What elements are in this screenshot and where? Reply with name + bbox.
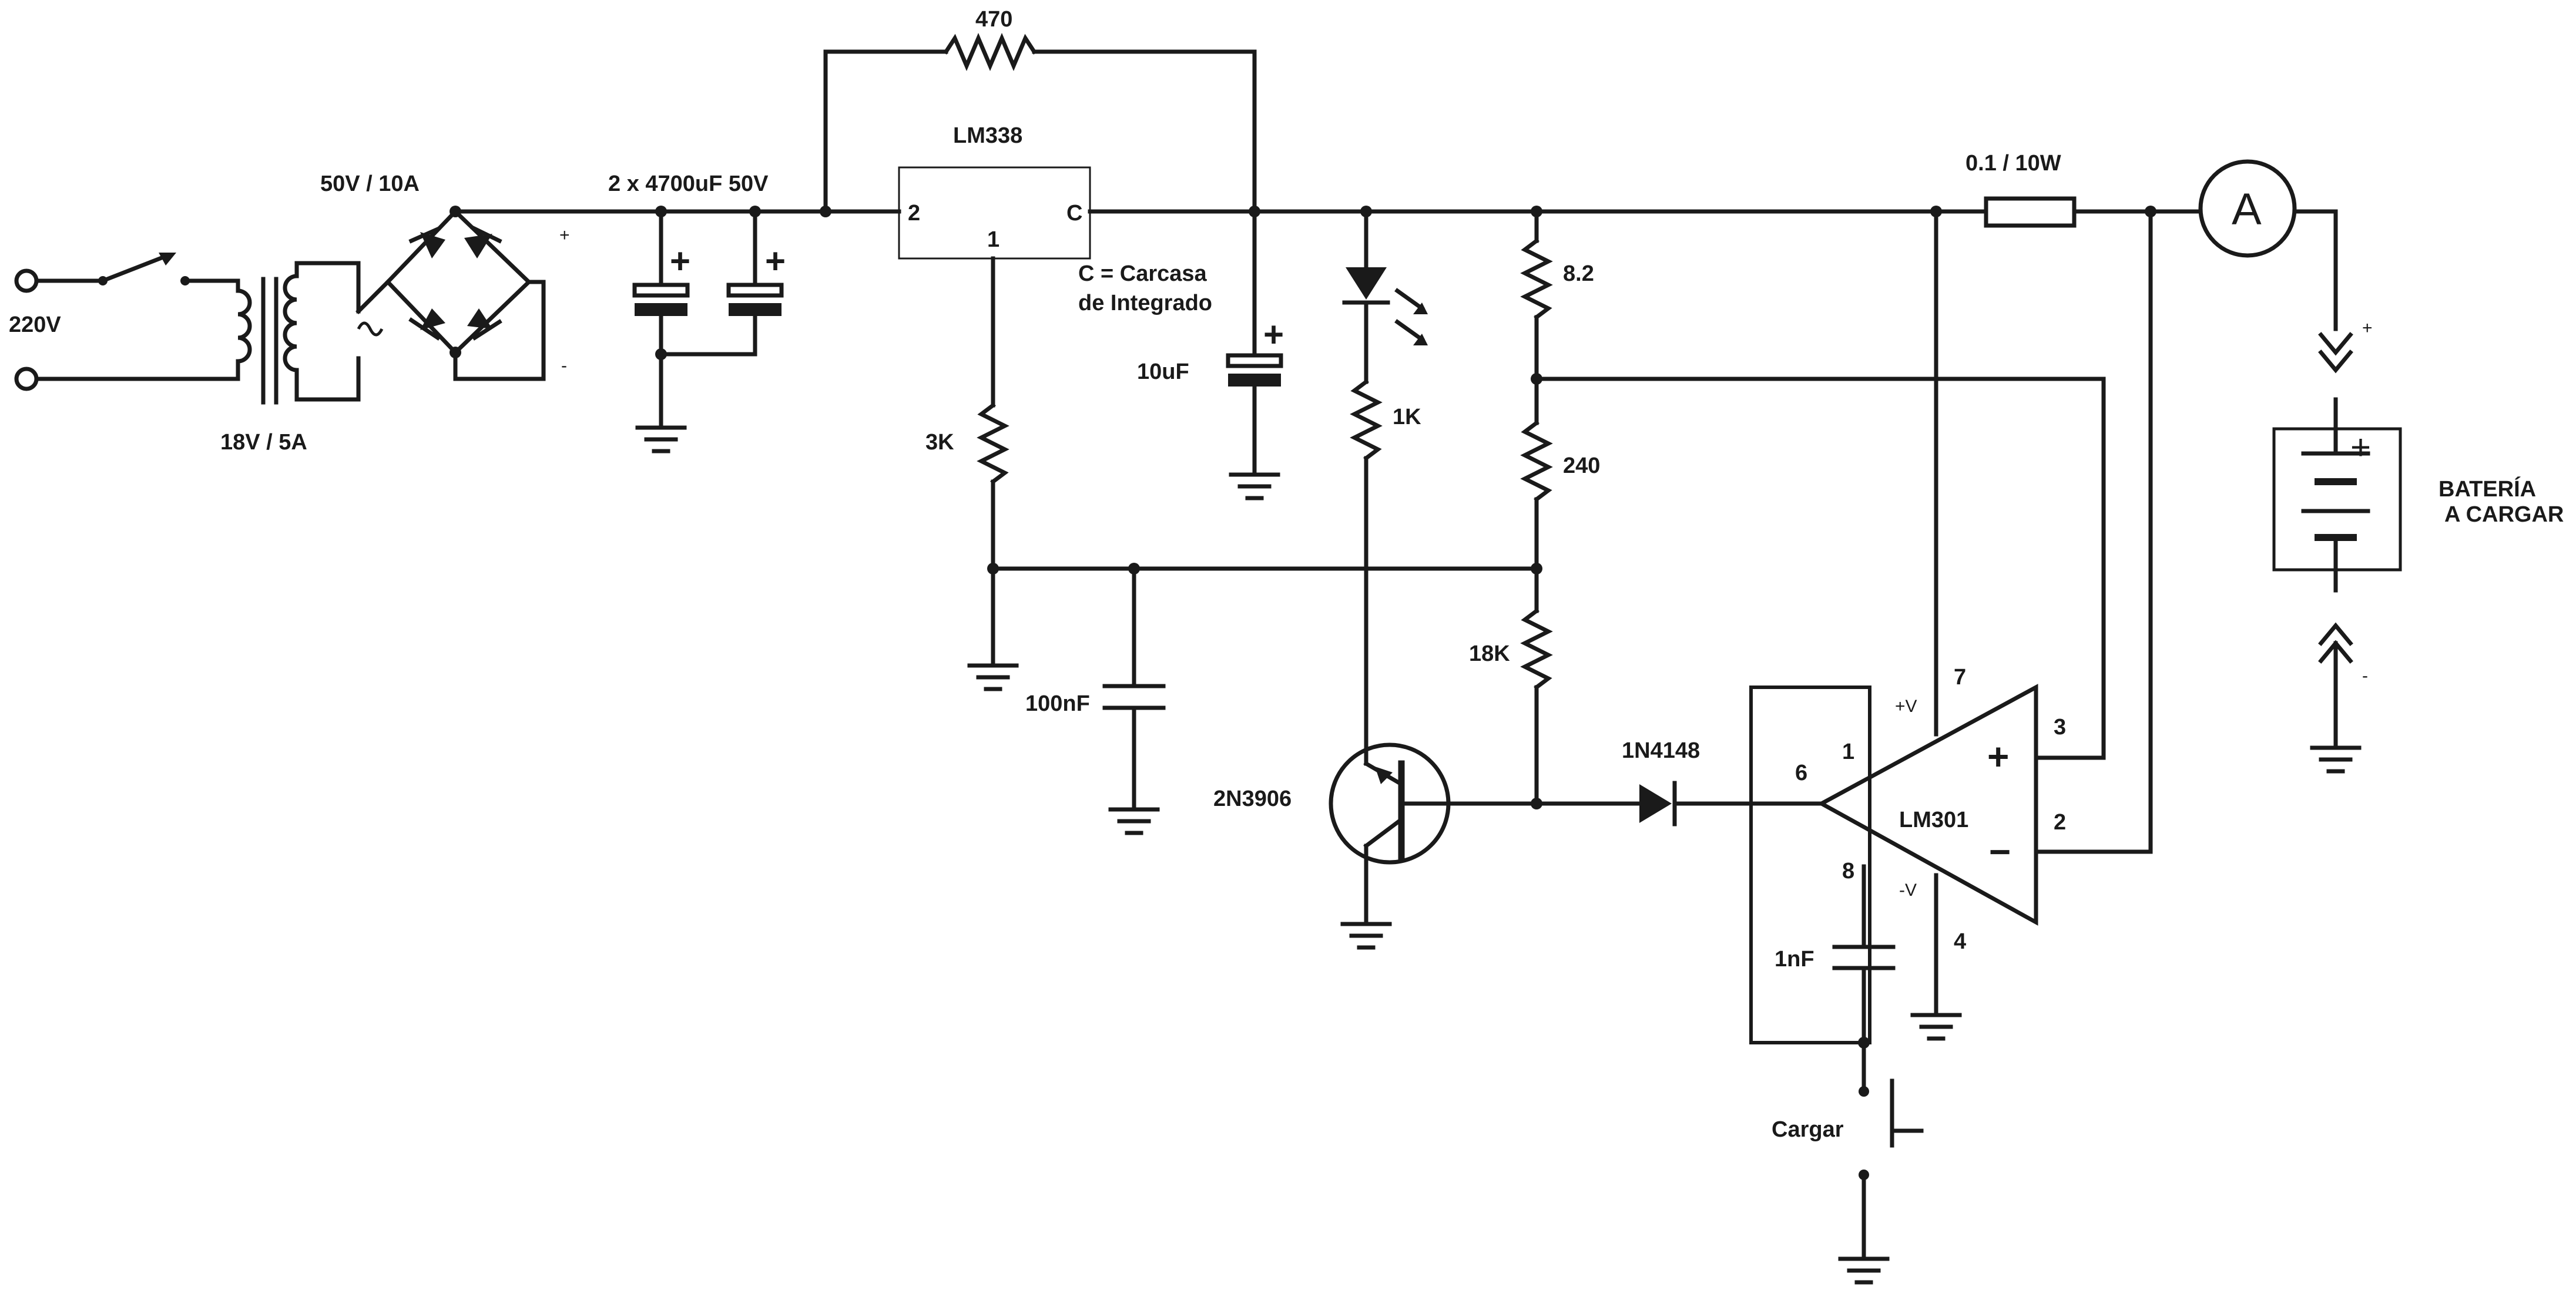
ammeter-label: A bbox=[2232, 184, 2262, 234]
case-note-2: de Integrado bbox=[1078, 291, 1212, 315]
op-in-minus: − bbox=[1989, 831, 2011, 873]
bridge-rectifier: 50V / 10A + - bbox=[320, 172, 570, 381]
battery-symbol: + BATERÍA A CARGAR bbox=[2272, 397, 2564, 593]
adjust-network: 3K 100nF bbox=[925, 256, 1539, 835]
r82-label: 8.2 bbox=[1563, 261, 1594, 286]
c10u-label: 10uF bbox=[1137, 359, 1189, 384]
battery-label-2: A CARGAR bbox=[2444, 502, 2564, 527]
op-in-plus: + bbox=[1987, 735, 2009, 778]
cap2-plus: + bbox=[765, 241, 786, 281]
shunt-label: 0.1 / 10W bbox=[1965, 151, 2061, 176]
cargar-label: Cargar bbox=[1772, 1117, 1844, 1142]
transformer-label: 18V / 5A bbox=[220, 430, 307, 455]
op-pin4: 4 bbox=[1954, 929, 1966, 954]
lm301-opamp: LM301 6 1 8 7 4 3 2 +V -V + − bbox=[1749, 209, 2153, 1044]
op-vminus: -V bbox=[1899, 881, 1917, 900]
c100n-label: 100nF bbox=[1025, 691, 1090, 716]
c1n-label[interactable]: 1nF bbox=[1775, 947, 1814, 972]
resistor-470: 470 bbox=[823, 7, 1257, 214]
bridge-plus: + bbox=[559, 226, 570, 245]
filter-capacitors: + + 2 x 4700uF 50V bbox=[608, 172, 786, 453]
output-capacitor: + 10uF bbox=[1137, 209, 1284, 500]
shunt-resistor: 0.1 / 10W bbox=[1965, 151, 2077, 228]
lm338-pin2: 2 bbox=[908, 201, 920, 226]
op-pin1: 1 bbox=[1842, 740, 1854, 764]
r240-label: 240 bbox=[1563, 453, 1600, 478]
lm338-regulator: LM338 2 C 1 C = Carcasa de Integrado bbox=[898, 123, 1212, 315]
ammeter: A bbox=[2198, 159, 2297, 258]
battery-label-1: BATERÍA bbox=[2439, 476, 2536, 502]
filter-caps-label: 2 x 4700uF 50V bbox=[608, 172, 769, 196]
charge-button-network: 1nF Cargar bbox=[1772, 864, 1924, 1285]
transistor-2n3906: 2N3906 bbox=[1213, 742, 1539, 950]
op-pin6: 6 bbox=[1795, 761, 1807, 785]
lm338-pinc: C bbox=[1066, 201, 1082, 226]
batt-plus-label: + bbox=[2362, 318, 2373, 338]
lm338-label: LM338 bbox=[953, 123, 1022, 148]
case-note-1: C = Carcasa bbox=[1078, 261, 1208, 286]
batt-minus-label: - bbox=[2362, 666, 2368, 686]
transistor-label: 2N3906 bbox=[1213, 787, 1292, 811]
mains-voltage-label: 220V bbox=[9, 313, 61, 337]
cap1-plus: + bbox=[670, 241, 690, 281]
cap10u-plus: + bbox=[1263, 315, 1284, 354]
bridge-label: 50V / 10A bbox=[320, 172, 420, 196]
led-indicator: 1K bbox=[1342, 209, 1428, 766]
transformer: 18V / 5A bbox=[220, 261, 361, 455]
diode-label: 1N4148 bbox=[1622, 738, 1700, 763]
lm338-pin1: 1 bbox=[987, 227, 999, 252]
op-vplus: +V bbox=[1895, 697, 1917, 716]
r470-label: 470 bbox=[975, 7, 1012, 32]
op-pin3: 3 bbox=[2054, 715, 2066, 740]
r3k-label: 3K bbox=[925, 430, 954, 455]
battery-connector: + - bbox=[2310, 318, 2373, 774]
bridge-minus: - bbox=[561, 356, 567, 375]
op-pin8: 8 bbox=[1842, 859, 1854, 883]
op-pin2: 2 bbox=[2054, 810, 2066, 835]
mains-input: 220V bbox=[9, 253, 240, 391]
diode-1n4148: 1N4148 bbox=[1534, 738, 1824, 826]
voltage-divider: 8.2 240 18K bbox=[1469, 209, 2106, 809]
battery-plus: + bbox=[2350, 428, 2371, 467]
opamp-label: LM301 bbox=[1899, 808, 1968, 832]
r1k-label: 1K bbox=[1393, 405, 1421, 429]
op-pin7: 7 bbox=[1954, 665, 1966, 690]
r18k-label: 18K bbox=[1469, 641, 1510, 666]
